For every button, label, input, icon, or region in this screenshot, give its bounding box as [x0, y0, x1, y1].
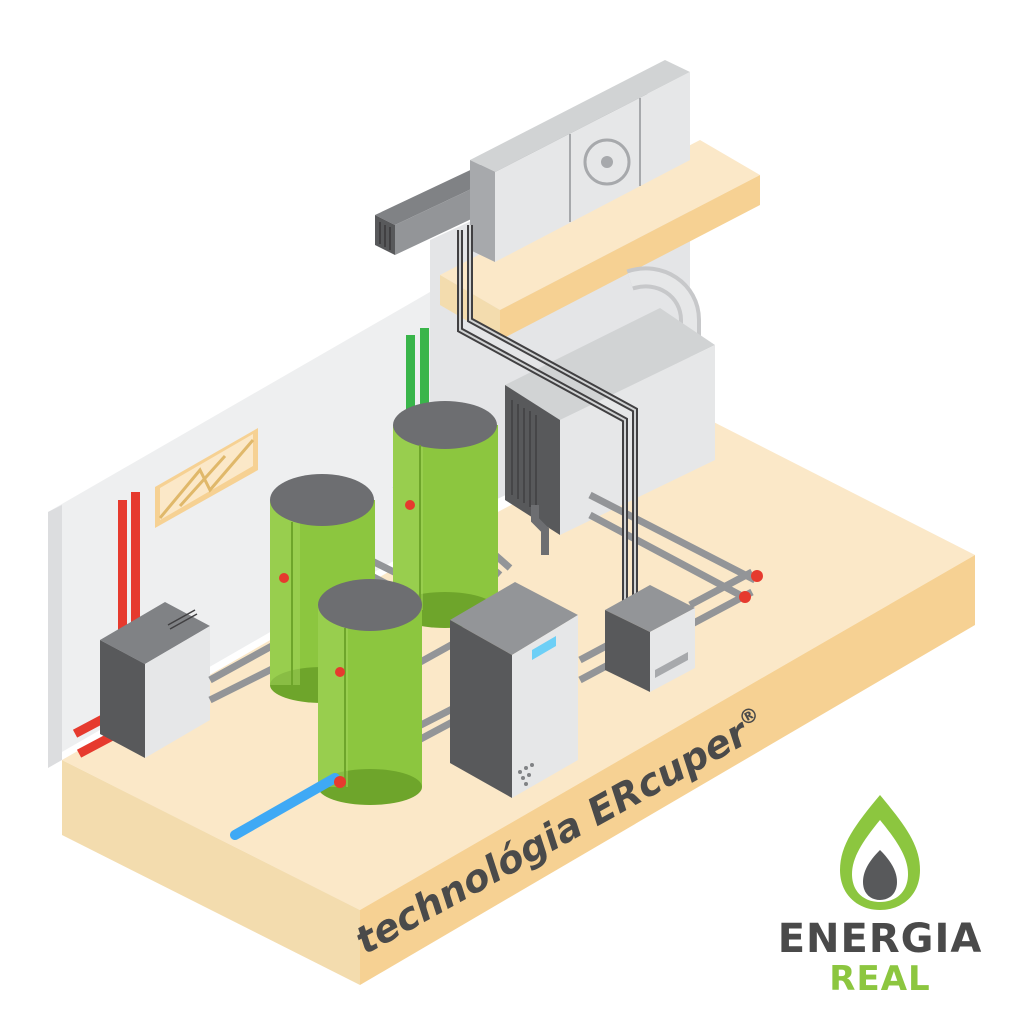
left-boiler — [100, 602, 210, 758]
green-pipes — [406, 328, 429, 415]
control-box — [605, 585, 695, 692]
floor-front-side — [62, 760, 360, 985]
refrigerant-pipes-inner — [459, 225, 636, 605]
indoor-heat-pump-unit — [450, 582, 578, 798]
energia-real-logo: ENERGIA REAL — [778, 795, 983, 999]
brand-name-line-2: REAL — [829, 959, 930, 999]
brand-name-line-1: ENERGIA — [778, 916, 983, 962]
outdoor-heat-pump — [470, 60, 690, 262]
valve-red-right — [739, 570, 763, 603]
storage-tank-back-right — [393, 401, 498, 628]
wall-window — [155, 428, 258, 528]
storage-tank-front — [318, 579, 422, 805]
flue-pipe — [626, 266, 701, 350]
left-wall-edge — [48, 505, 62, 768]
floor-right-side — [360, 555, 975, 985]
blue-cold-water-pipe — [230, 773, 346, 840]
display-panel — [532, 636, 556, 660]
fan-icon — [583, 138, 631, 186]
indicator-dots — [518, 763, 534, 786]
